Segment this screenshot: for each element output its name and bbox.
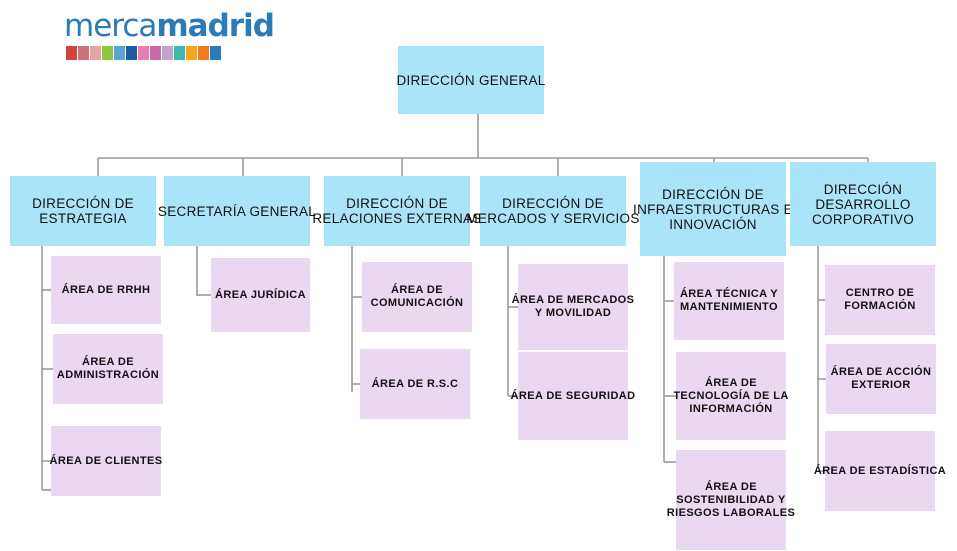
department-label-line: ESTRATEGIA	[39, 211, 127, 226]
logo-text-madrid: madrid	[156, 8, 275, 44]
area-label: ÁREA DE RRHH	[62, 284, 151, 297]
area-box: ÁREA DE R.S.C	[360, 349, 470, 419]
area-box: ÁREA DE RRHH	[51, 256, 161, 324]
area-label-line: RIESGOS LABORALES	[666, 506, 796, 519]
department-label-line: DIRECCIÓN	[823, 181, 903, 197]
department-label-line: DIRECCIÓN DE	[346, 196, 448, 211]
area-label-line: ÁREA DE R.S.C	[371, 377, 459, 390]
area-label-line: ÁREA DE	[391, 284, 443, 296]
area-label-line: ÁREA DE ESTADÍSTICA	[813, 464, 947, 477]
logo-stripe-segment	[162, 46, 173, 60]
logo-stripe-segment	[126, 46, 137, 60]
area-label-line: CENTRO DE	[845, 287, 915, 299]
logo-stripe-segment	[138, 46, 149, 60]
area-label-line: ÁREA DE RRHH	[61, 283, 151, 296]
area-label: ÁREA DE R.S.C	[372, 378, 459, 391]
area-box: ÁREA JURÍDICA	[211, 258, 310, 332]
area-label-line: ÁREA DE SEGURIDAD	[510, 389, 636, 402]
department-label-line: DIRECCIÓN DE	[502, 196, 604, 211]
logo-stripe-segment	[114, 46, 125, 60]
area-label-line: ÁREA DE	[705, 376, 757, 389]
area-label-line: TECNOLOGÍA DE LA	[673, 389, 789, 402]
root-director-label: DIRECCIÓN GENERAL	[396, 72, 546, 88]
area-label-line: FORMACIÓN	[844, 300, 916, 312]
logo-stripe-segment	[102, 46, 113, 60]
area-box: ÁREA DE ESTADÍSTICA	[814, 431, 946, 511]
area-label-line: ÁREA DE MERCADOS	[511, 294, 635, 306]
logo-text-merca: merca	[64, 8, 157, 44]
department-label-line: RELACIONES EXTERNAS	[312, 211, 482, 226]
department-label-line: INNOVACIÓN	[669, 216, 757, 232]
logo-stripe-segment	[78, 46, 89, 60]
logo-stripe-segment	[174, 46, 185, 60]
area-label-line: SOSTENIBILIDAD Y	[676, 493, 786, 506]
department-label-line: SECRETARÍA GENERAL	[157, 203, 317, 219]
logo-stripe-segment	[210, 46, 221, 60]
area-label-line: Y MOVILIDAD	[534, 307, 612, 319]
area-label-line: ADMINISTRACIÓN	[56, 369, 160, 381]
area-label-line: ÁREA DE CLIENTES	[49, 454, 163, 467]
logo-stripe-segment	[66, 46, 77, 60]
area-box: ÁREA DE CLIENTES	[50, 426, 163, 496]
root-director-box: DIRECCIÓN GENERAL	[396, 46, 546, 114]
area-label: ÁREA DE SEGURIDAD	[511, 390, 636, 403]
area-label: ÁREA DE CLIENTES	[50, 455, 163, 468]
logo-stripe-segment	[150, 46, 161, 60]
mercamadrid-logo: mercamadrid	[64, 8, 275, 64]
area-label-line: MANTENIMIENTO	[680, 301, 778, 313]
area-label: ÁREA JURÍDICA	[215, 289, 306, 302]
area-label-line: EXTERIOR	[851, 379, 911, 391]
logo-stripe-segment	[186, 46, 197, 60]
logo-color-stripe	[66, 46, 221, 60]
department-label-line: MERCADOS Y SERVICIOS	[466, 211, 640, 226]
logo-wordmark: mercamadrid	[64, 8, 275, 44]
area-label-line: ÁREA DE ACCIÓN	[830, 366, 932, 378]
area-label-line: ÁREA DE	[82, 356, 134, 368]
department-label: SECRETARÍA GENERAL	[158, 204, 316, 219]
department-label-line: DIRECCIÓN DE	[32, 196, 134, 211]
area-label-line: ÁREA JURÍDICA	[215, 288, 306, 301]
area-label: ÁREA DE ESTADÍSTICA	[814, 465, 946, 478]
area-label-line: INFORMACIÓN	[689, 402, 773, 415]
area-label-line: ÁREA TÉCNICA Y	[679, 288, 779, 300]
department-label-line: INFRAESTRUCTURAS E	[633, 201, 793, 217]
department-label-line: DESARROLLO	[815, 196, 911, 212]
department-box: SECRETARÍA GENERAL	[158, 176, 316, 246]
logo-stripe-segment	[90, 46, 101, 60]
area-label-line: ÁREA DE	[705, 480, 757, 493]
area-box: ÁREA DE SEGURIDAD	[511, 352, 635, 440]
department-label-line: CORPORATIVO	[811, 211, 915, 227]
logo-stripe-segment	[198, 46, 209, 60]
area-label-line: COMUNICACIÓN	[370, 297, 464, 309]
department-label-line: DIRECCIÓN DE	[662, 186, 764, 202]
